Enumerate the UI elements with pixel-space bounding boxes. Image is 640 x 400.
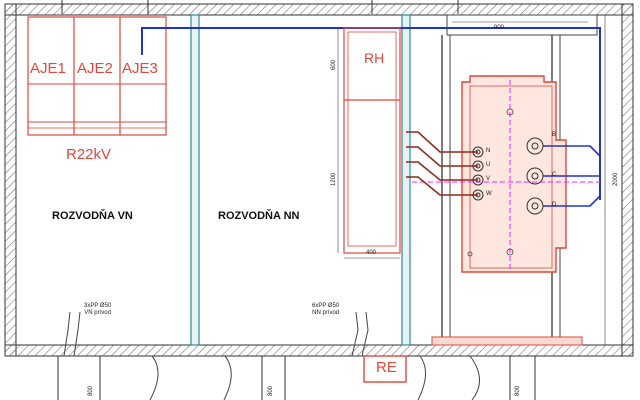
- earthing-box: [363, 355, 407, 383]
- switchgear-r22kv: [27, 16, 167, 136]
- cabinet-dim-width: 400: [366, 250, 377, 256]
- cabinet-rh: [337, 27, 401, 259]
- wall-ticks: [61, 0, 459, 14]
- lv-cables: [406, 131, 478, 196]
- cable-offset-3: 800: [515, 385, 521, 396]
- duct-nn-label: 6xPP Ø50 NN prívod: [312, 303, 339, 317]
- switchgear-cell-2: AJE2: [77, 60, 113, 77]
- cable-offset-2: 800: [268, 385, 274, 396]
- interior-walls: [190, 14, 411, 346]
- duct-vn-label: 3xPP Ø50 VN prívod: [84, 303, 111, 317]
- lv-terminal-w: W: [486, 191, 492, 197]
- transformer-base: [431, 336, 583, 346]
- hv-terminal-b: B: [552, 132, 557, 138]
- hv-terminal-d: D: [552, 202, 557, 208]
- lv-bushings: [472, 146, 484, 201]
- duct-nn-line1: 6xPP Ø50: [312, 303, 340, 309]
- transformer: [412, 75, 600, 273]
- hv-bushings: [526, 137, 601, 215]
- bay-width-dim: 900: [494, 25, 505, 31]
- switchgear-cell-1: AJE1: [30, 60, 66, 77]
- ducts: [63, 311, 480, 400]
- earthing-label: RE: [376, 359, 397, 376]
- room-label-nn: ROZVODŇA NN: [218, 210, 300, 222]
- cabinet-label: RH: [364, 50, 385, 66]
- bay-height-dim: 2000: [613, 172, 619, 186]
- duct-nn-line2: NN prívod: [312, 310, 340, 316]
- exterior-walls: [4, 3, 634, 357]
- lv-terminal-v: V: [486, 176, 491, 182]
- switchgear-cell-3: AJE3: [122, 60, 158, 77]
- switchgear-title: R22kV: [66, 146, 112, 163]
- lv-terminal-n: N: [486, 148, 491, 154]
- hv-terminal-c: C: [552, 172, 557, 178]
- duct-vn-line1: 3xPP Ø50: [84, 303, 112, 309]
- cabinet-dim-height: 1200: [331, 172, 337, 186]
- duct-vn-line2: VN prívod: [84, 310, 111, 316]
- cable-offset-1: 800: [88, 385, 94, 396]
- lv-terminal-u: U: [486, 162, 491, 168]
- room-label-vn: ROZVODŇA VN: [52, 210, 133, 222]
- bottom-ticks: [57, 356, 536, 400]
- cabinet-dim-top: 600: [331, 59, 337, 70]
